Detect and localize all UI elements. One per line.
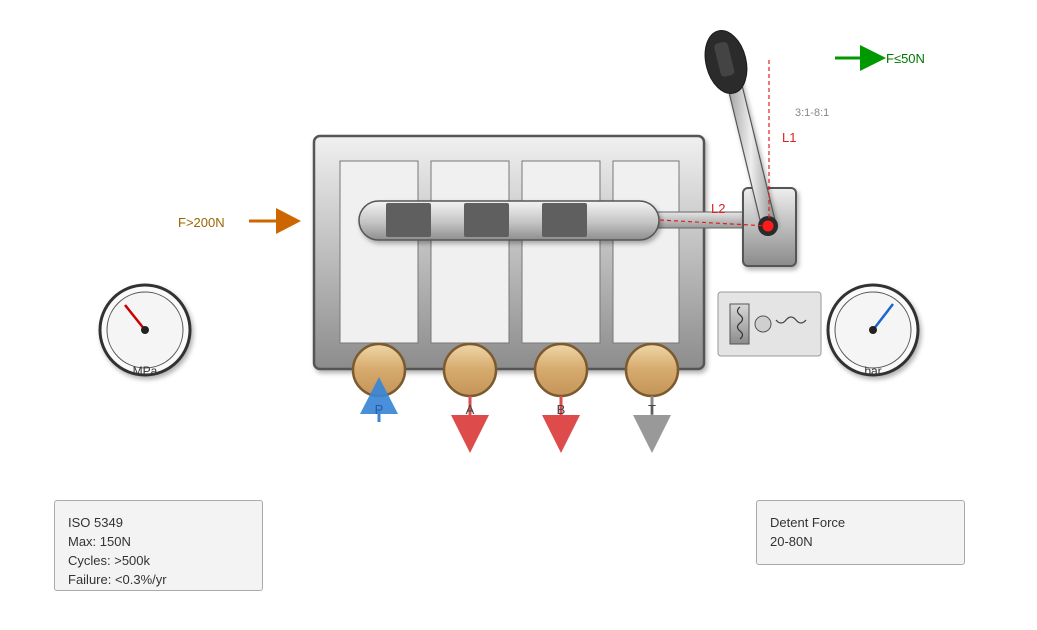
l1-label: L1 [782,130,796,145]
gauge-needle [124,304,146,331]
dimension-lines [659,60,774,232]
chamber-2 [430,160,510,344]
ratio-label: 3:1-8:1 [795,107,829,119]
port-p[interactable]: P [351,342,407,422]
spool-land-1 [386,203,431,237]
port-b-label: B [557,402,566,417]
lever[interactable] [699,26,778,236]
port-t-outflow-arrow [633,415,671,453]
pivot-point [762,220,774,232]
chamber-4 [612,160,680,344]
spool[interactable] [358,200,660,241]
port-p-label: P [375,402,384,417]
port-b-outflow-arrow [542,415,580,453]
pressure-gauge-mpa: MPa [98,283,192,378]
l2-label: L2 [711,201,725,216]
output-force-label: F≤50N [886,51,925,66]
lever-knob[interactable] [699,26,753,98]
detent-force-range: 20-80N [770,534,813,549]
port-b[interactable]: B [533,342,589,453]
gauge-unit-label: bar [864,364,881,378]
port-p-inflow-arrow [360,377,398,414]
port-a[interactable]: A [442,342,498,453]
detent-groove-icon [775,316,807,324]
gauge-needle [872,303,894,331]
output-force-arrow [835,45,886,71]
detent-info-box: Detent Force 20-80N [756,500,965,565]
detent-ball [754,315,772,333]
port-a-outflow-arrow [451,415,489,453]
chamber-1 [339,160,419,344]
port-t-label: T [648,402,656,417]
input-force-arrow [249,208,301,234]
valve-body [312,134,706,371]
spec-failure-rate: Failure: <0.3%/yr [68,572,167,587]
spec-max-force: Max: 150N [68,534,131,549]
detent-title: Detent Force [770,515,846,530]
spec-info-box: ISO 5349 Max: 150N Cycles: >500k Failure… [54,500,263,591]
spring-icon [736,306,744,340]
pressure-gauge-bar: bar [826,283,920,378]
detent-indicator [717,291,822,357]
chamber-3 [521,160,601,344]
spool-land-3 [542,203,587,237]
port-a-label: A [466,402,475,417]
input-force-label: F>200N [178,215,225,230]
port-t[interactable]: T [624,342,680,453]
spec-standard: ISO 5349 [68,515,123,530]
gauge-unit-label: MPa [133,364,158,378]
spec-cycles: Cycles: >500k [68,553,151,568]
spool-land-2 [464,203,509,237]
